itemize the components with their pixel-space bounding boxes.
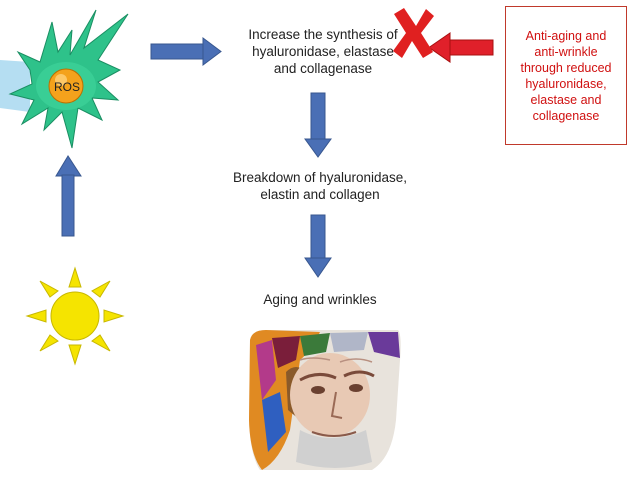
cell-ros-icon: ROS xyxy=(8,9,129,149)
arrow-breakdown-to-aging xyxy=(304,214,332,278)
sun-icon xyxy=(25,266,125,366)
ros-label: ROS xyxy=(54,80,80,94)
arrow-synthesis-to-breakdown xyxy=(304,92,332,158)
arrow-cell-to-synthesis xyxy=(150,37,222,66)
synthesis-step-text: Increase the synthesis of hyaluronidase,… xyxy=(248,27,398,76)
callout-text: Anti-aging and anti-wrinkle through redu… xyxy=(520,28,612,123)
light-beam xyxy=(0,60,30,112)
aging-face-image xyxy=(249,330,401,470)
arrow-callout-to-cross xyxy=(428,32,494,63)
red-cross-icon xyxy=(393,8,434,58)
outcome-step-text: Aging and wrinkles xyxy=(263,292,377,307)
arrow-sun-to-cell xyxy=(55,155,82,237)
breakdown-step-text: Breakdown of hyaluronidase, elastin and … xyxy=(232,170,408,202)
anti-aging-callout-box: Anti-aging and anti-wrinkle through redu… xyxy=(505,6,627,145)
